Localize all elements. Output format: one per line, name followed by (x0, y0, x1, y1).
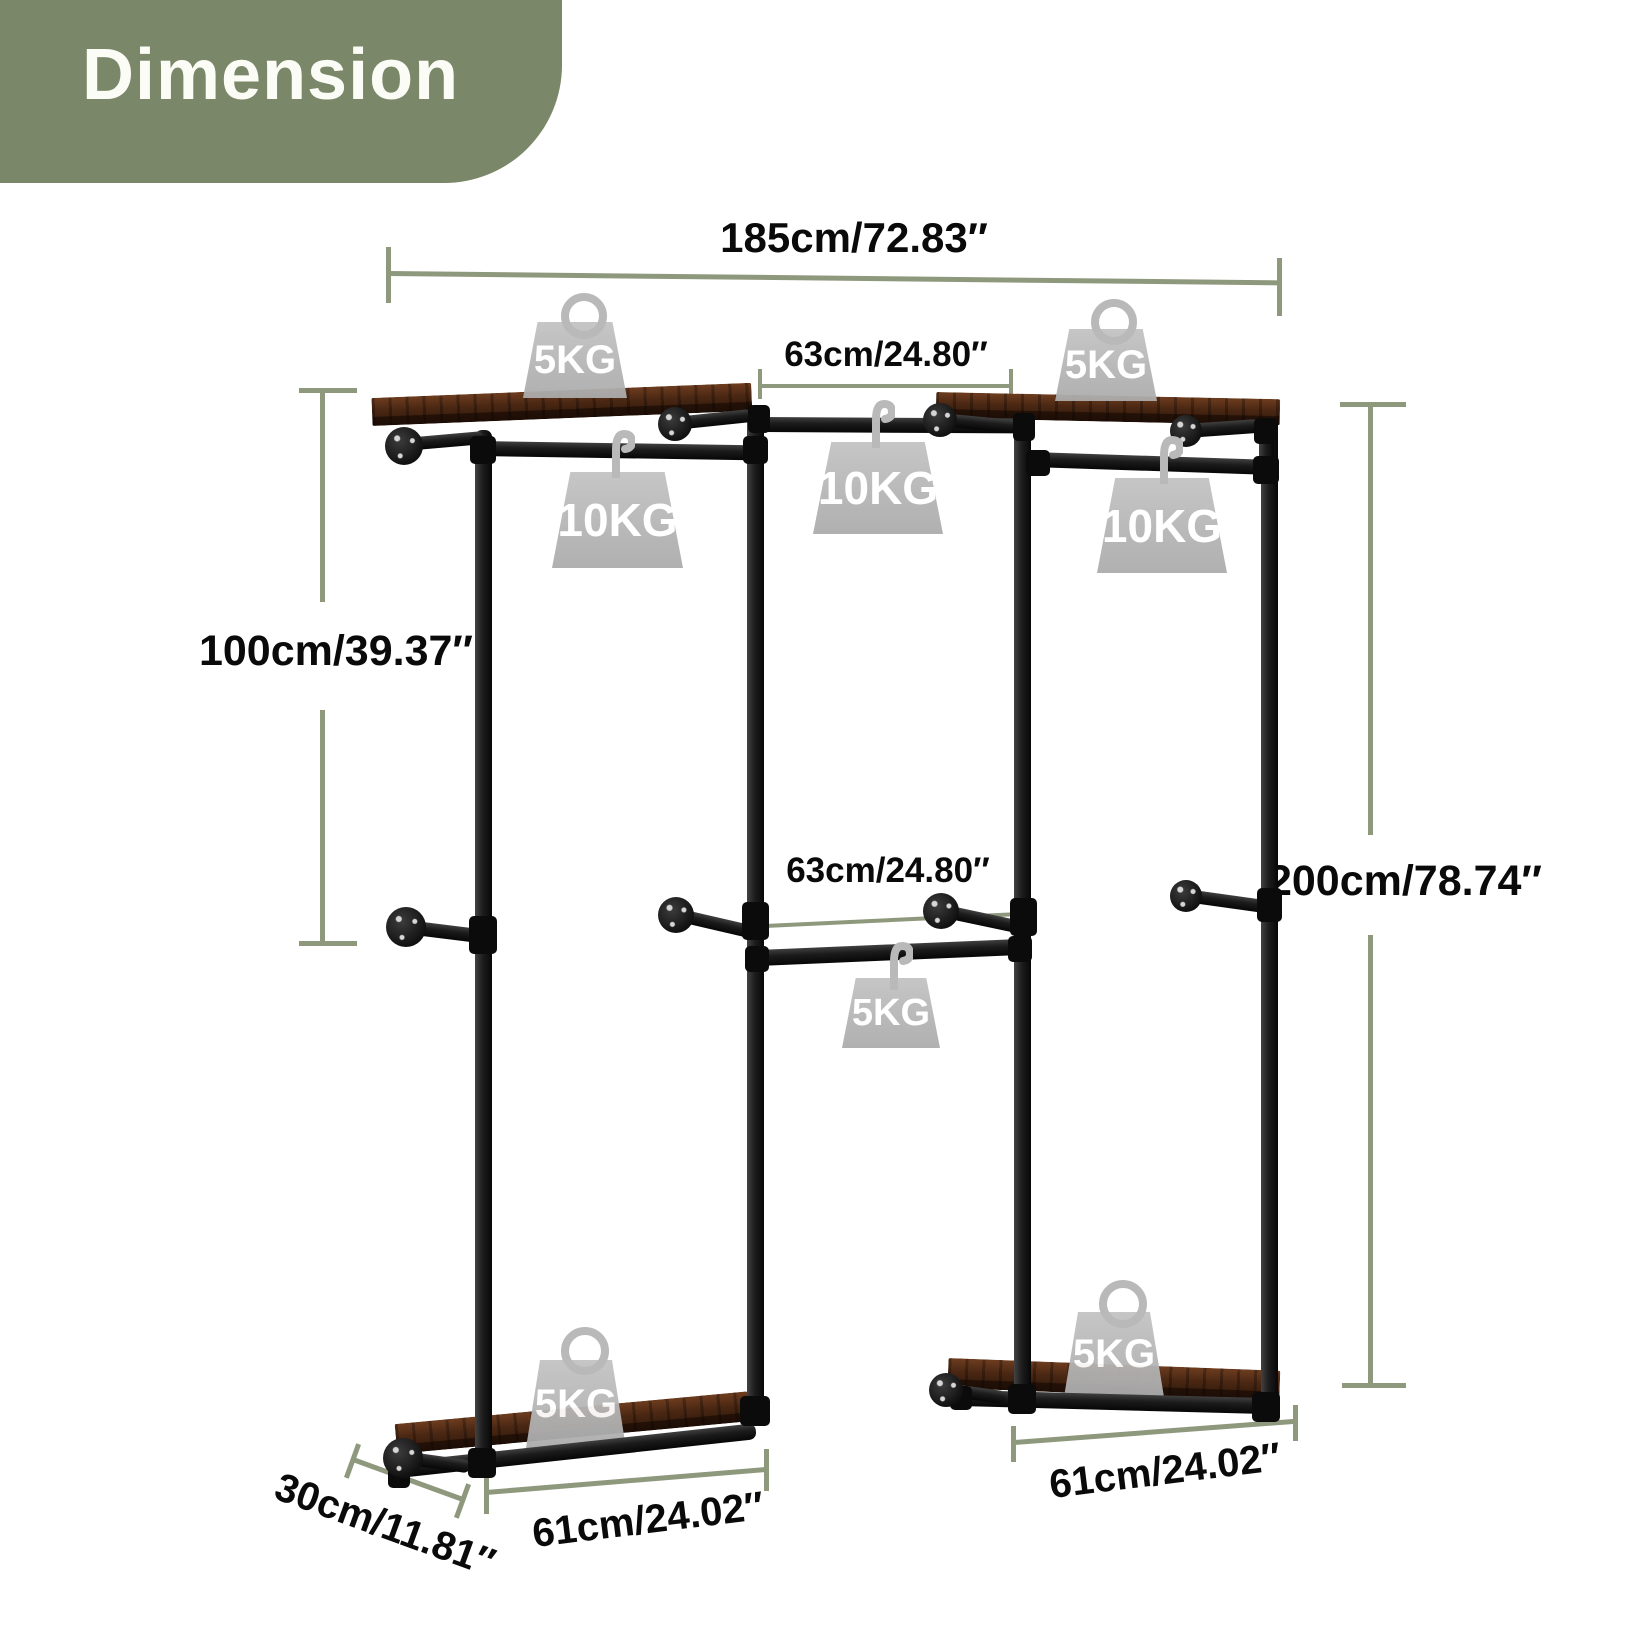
pipe-elbow (1252, 1392, 1280, 1422)
pipe-tee (470, 436, 496, 464)
badge-title: Dimension (82, 35, 460, 115)
dimension-tick (1293, 1405, 1298, 1441)
wall-flange (1170, 880, 1202, 912)
weight-ring-icon (561, 293, 607, 339)
dimension-tick (386, 247, 391, 303)
dimension-line (1368, 935, 1373, 1385)
dimension-tick (299, 941, 357, 946)
wall-flange (658, 897, 694, 933)
wall-flange (658, 407, 692, 441)
dimension-badge: Dimension (0, 0, 562, 183)
dimension-label-top-rod: 63cm/24.80″ (784, 335, 988, 374)
weight-body: 10KG (813, 442, 943, 534)
dimension-tick (484, 1472, 489, 1514)
weight-hook-icon (875, 940, 915, 994)
dimension-tick (1009, 369, 1013, 401)
weight-body: 10KG (552, 472, 683, 568)
pipe-elbow (1254, 418, 1278, 444)
dimension-tick (1342, 1383, 1406, 1388)
dimension-tick (453, 1483, 472, 1519)
weight-ring-icon (1099, 1280, 1147, 1328)
dimension-line (1368, 405, 1373, 835)
wall-flange (385, 427, 423, 465)
pipe-tee (1010, 898, 1037, 936)
pipe-sleeve (745, 946, 769, 972)
pipe-sleeve (1008, 936, 1032, 962)
dimension-line (760, 384, 1012, 388)
dimension-tick (764, 1449, 769, 1491)
dimension-label-left-height: 100cm/39.37″ (198, 627, 474, 675)
pipe-elbow (748, 405, 770, 433)
dimension-label-shelf-right: 61cm/24.02″ (1046, 1434, 1284, 1508)
pipe-tee (1008, 1384, 1036, 1414)
dimension-label-mid-rod: 63cm/24.80″ (786, 851, 990, 890)
wall-flange (923, 893, 959, 929)
pipe-tee (743, 436, 768, 464)
weight-ring-icon (1091, 299, 1137, 345)
dimension-line (320, 390, 325, 602)
pipe-elbow (1013, 413, 1035, 441)
dimension-tick (1340, 402, 1406, 407)
dimension-tick (758, 369, 762, 399)
weight-ring-icon (561, 1327, 609, 1375)
pipe-elbow (740, 1396, 770, 1426)
wall-flange (929, 1373, 963, 1407)
dimension-tick (1277, 258, 1282, 316)
weight-hook-icon (1145, 434, 1185, 488)
dimension-tick (1011, 1426, 1016, 1462)
pipe-tee (469, 916, 497, 954)
wall-flange (923, 403, 957, 437)
dimension-tick (299, 388, 357, 393)
weight-body: 5KG (842, 978, 940, 1048)
wall-flange (386, 907, 426, 947)
weight-body: 5KG (526, 1360, 626, 1448)
pipe-elbow (1253, 456, 1279, 484)
weight-hook-icon (597, 428, 637, 482)
weight-hook-icon (857, 398, 897, 452)
dimension-label-total-width: 185cm/72.83″ (720, 214, 988, 261)
dimension-label-right-height: 200cm/78.74″ (1267, 857, 1543, 905)
pipe-tee (1026, 450, 1050, 476)
wall-flange (383, 1438, 423, 1478)
pipe-tee (742, 902, 769, 940)
weight-body: 10KG (1097, 478, 1227, 573)
dimension-line (387, 271, 1280, 286)
dimension-label-shelf-left: 61cm/24.02″ (529, 1483, 767, 1557)
pipe-tee (468, 1448, 496, 1478)
dimension-line (320, 710, 325, 943)
pipe-tee (1257, 888, 1282, 922)
